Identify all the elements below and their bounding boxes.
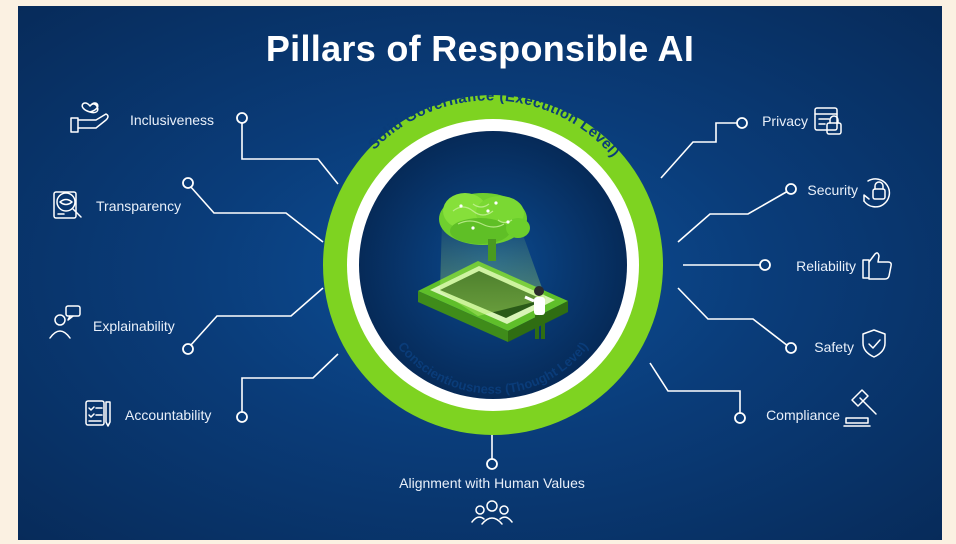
node-alignment: [486, 458, 498, 470]
node-transparency: [182, 177, 194, 189]
transparency-icon: [53, 191, 82, 219]
security-icon: [863, 178, 891, 208]
connector-inclusiveness: [241, 123, 339, 185]
connector-safety: [677, 287, 789, 347]
connector-privacy: [660, 122, 740, 179]
inclusiveness-icon: [70, 102, 109, 133]
explainability-icon: [49, 305, 81, 339]
compliance-icon: [843, 389, 877, 427]
pillar-explainability: Explainability: [93, 318, 175, 334]
connector-accountability: [241, 353, 339, 413]
node-compliance: [734, 412, 746, 424]
connector-nodes: [182, 112, 797, 470]
node-security: [785, 183, 797, 195]
node-privacy: [736, 117, 748, 129]
pillar-compliance: Compliance: [766, 407, 840, 423]
pillar-inclusiveness: Inclusiveness: [130, 112, 215, 128]
safety-icon: [862, 329, 886, 358]
pillar-alignment-human-values: Alignment with Human Values: [399, 475, 585, 491]
privacy-icon: [814, 107, 842, 135]
brain-on-platform-illustration: [418, 193, 568, 342]
node-accountability: [236, 411, 248, 423]
node-reliability: [759, 259, 771, 271]
node-explainability: [182, 343, 194, 355]
node-inclusiveness: [236, 112, 248, 124]
pillar-transparency: Transparency: [96, 198, 182, 214]
connector-lines: [189, 122, 789, 461]
people-group-icon: [471, 500, 513, 525]
pillar-accountability: Accountability: [125, 407, 212, 423]
pillar-safety: Safety: [814, 339, 854, 355]
diagram-panel: Pillars of Responsible AI: [18, 6, 942, 540]
accountability-icon: [85, 400, 111, 427]
person-figure: [524, 286, 545, 339]
page-title: Pillars of Responsible AI: [265, 28, 695, 69]
node-safety: [785, 342, 797, 354]
connector-security: [677, 190, 789, 243]
connector-transparency: [189, 185, 324, 243]
pillars-diagram: Solid Governance (Execution Level) Consc…: [49, 87, 892, 525]
pillar-privacy: Privacy: [762, 113, 808, 129]
connector-compliance: [649, 362, 741, 414]
pillar-reliability: Reliability: [796, 258, 856, 274]
reliability-icon: [862, 252, 892, 280]
pillar-security: Security: [807, 182, 858, 198]
connector-explainability: [189, 287, 324, 347]
